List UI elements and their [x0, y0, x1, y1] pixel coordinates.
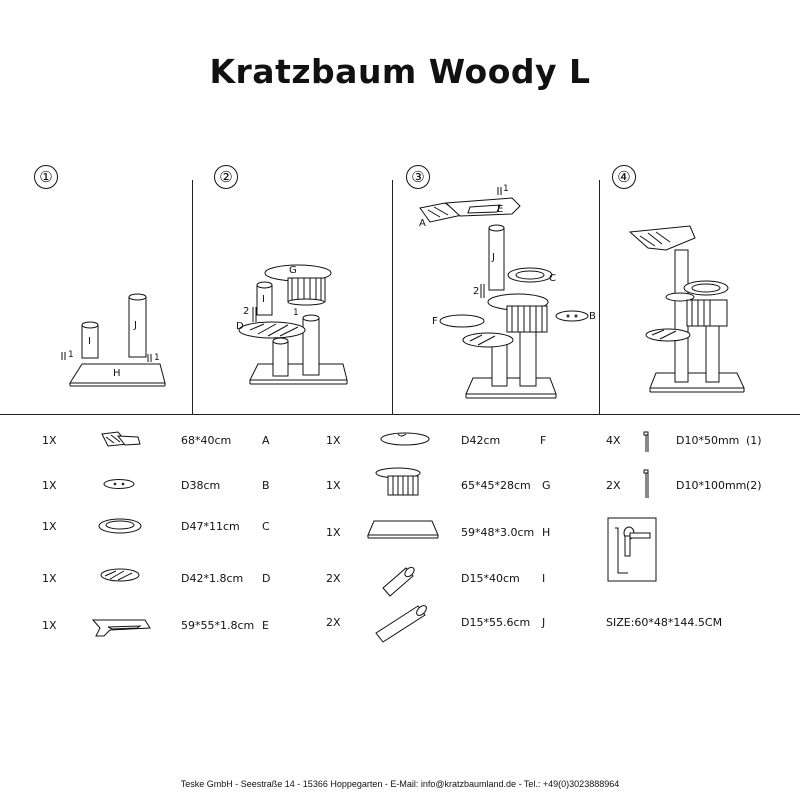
label-g: G [289, 265, 297, 276]
notched-disc-icon [380, 432, 430, 446]
part-qty: 1X [326, 434, 341, 447]
footer-contact: Teske GmbH - Seestraße 14 - 15366 Hoppeg… [180, 779, 620, 789]
page-title: Kratzbaum Woody L [209, 52, 591, 91]
small-disc-icon [103, 479, 135, 489]
part-size: D15*40cm [461, 572, 520, 585]
part-size: D42cm [461, 434, 501, 447]
screw-count: 2 [473, 286, 480, 297]
part-qty: 1X [42, 520, 57, 533]
label-h: H [113, 368, 121, 379]
part-letter: G [542, 479, 551, 492]
short-screw-icon [643, 431, 649, 452]
part-size: D10*100mm [676, 479, 747, 492]
label-i: I [262, 294, 265, 305]
step-divider [599, 180, 601, 415]
part-qty: 1X [326, 479, 341, 492]
cave-house-icon [375, 467, 421, 496]
part-qty: 1X [42, 434, 57, 447]
base-board-icon [367, 520, 439, 539]
part-qty: 2X [326, 572, 341, 585]
part-letter: E [262, 619, 269, 632]
part-qty: 1X [42, 572, 57, 585]
label-e: E [497, 204, 504, 215]
striped-disc-icon [100, 568, 140, 582]
part-size: D15*55.6cm [461, 616, 531, 629]
step-3-number: ③ [406, 165, 430, 189]
part-letter: D [262, 572, 271, 585]
label-b: B [589, 311, 596, 322]
part-size: D47*11cm [181, 520, 240, 533]
label-c: C [549, 273, 556, 284]
step-divider [392, 180, 394, 415]
part-letter: F [540, 434, 547, 447]
part-letter: H [542, 526, 551, 539]
part-size: 59*55*1.8cm [181, 619, 255, 632]
u-frame-icon [91, 619, 151, 637]
label-j: J [492, 252, 495, 263]
part-qty: 1X [42, 619, 57, 632]
bed-ring-icon [98, 518, 142, 534]
part-letter: A [262, 434, 270, 447]
short-post-icon [382, 566, 415, 597]
part-letter: J [542, 616, 546, 629]
label-f: F [432, 316, 438, 327]
section-divider [0, 414, 800, 416]
part-qty: 1X [326, 526, 341, 539]
part-size: D10*50mm [676, 434, 740, 447]
step-1-number: ① [34, 165, 58, 189]
part-size: 65*45*28cm [461, 479, 531, 492]
label-a: A [419, 218, 426, 229]
step-4-number: ④ [612, 165, 636, 189]
part-qty: 4X [606, 434, 621, 447]
long-screw-icon [643, 469, 649, 498]
screw-count: 1 [154, 353, 160, 363]
label-j: J [134, 320, 137, 331]
part-letter: I [542, 572, 546, 585]
part-letter: C [262, 520, 270, 533]
part-letter: (1) [746, 434, 762, 447]
size-note: SIZE:60*48*144.5CM [606, 616, 723, 629]
part-size: D38cm [181, 479, 221, 492]
part-size: 59*48*3.0cm [461, 526, 535, 539]
label-d: D [236, 321, 244, 332]
screw-count: 1 [68, 350, 74, 360]
part-size: D42*1.8cm [181, 572, 244, 585]
part-size: 68*40cm [181, 434, 232, 447]
screw-count: 1 [293, 308, 299, 318]
platform-hammock-icon [101, 431, 141, 447]
step-divider [192, 180, 194, 415]
screw-count: 2 [243, 306, 250, 317]
part-letter: (2) [746, 479, 762, 492]
step-2-number: ② [214, 165, 238, 189]
part-letter: B [262, 479, 270, 492]
long-post-icon [375, 605, 427, 643]
label-i: I [88, 336, 91, 347]
allen-key-icon [607, 517, 657, 582]
part-qty: 1X [42, 479, 57, 492]
part-qty: 2X [606, 479, 621, 492]
screw-count: 1 [503, 184, 509, 194]
part-qty: 2X [326, 616, 341, 629]
